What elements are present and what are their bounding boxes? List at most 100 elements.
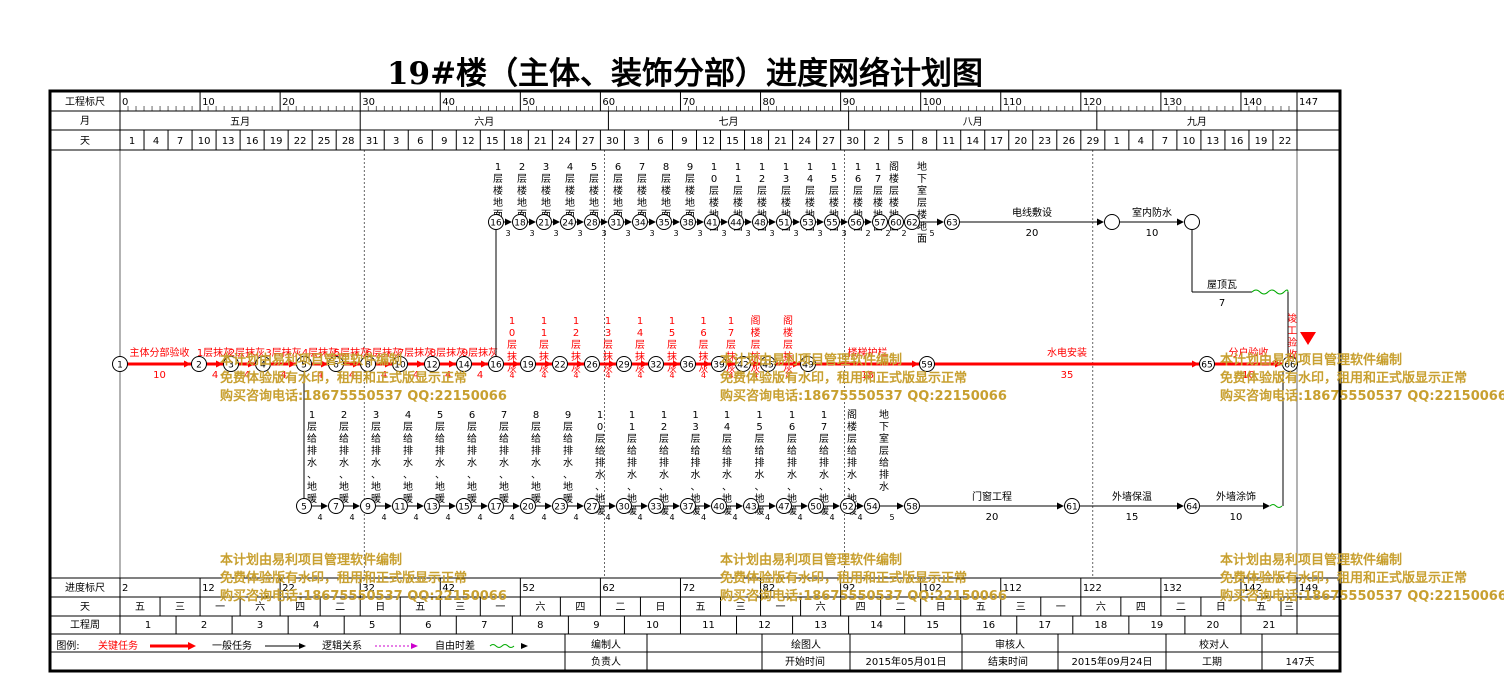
vertical-char: 、 [847, 482, 857, 493]
vertical-char: 暖 [467, 492, 477, 505]
vertical-char: 暖 [563, 492, 573, 505]
node-number: 63 [946, 219, 957, 229]
vertical-char: 楼 [541, 184, 551, 197]
top-task-duration: 3 [817, 229, 822, 238]
node-circle [904, 498, 920, 514]
vertical-char: 水 [403, 457, 413, 469]
node-circle [520, 356, 536, 372]
critical-task-duration: 4 [541, 371, 546, 380]
top-task-duration: 2 [885, 229, 890, 238]
vertical-char: 水 [531, 457, 541, 469]
vertical-char: 排 [339, 444, 349, 457]
progress-scale-tick: 72 [682, 583, 695, 594]
node-circle [743, 498, 759, 514]
vertical-char: 6 [469, 410, 475, 421]
weekday-cell: 三 [1016, 602, 1026, 613]
arrow-head [521, 643, 528, 649]
network-node: 16 [488, 214, 504, 230]
watermark-line: 本计划由易利项目管理软件编制 [220, 552, 402, 568]
network-node: 19 [520, 356, 536, 372]
vertical-char: 排 [563, 444, 573, 457]
vertical-char: 水 [819, 469, 829, 481]
network-node: 10 [392, 356, 408, 372]
week-cell: 16 [982, 620, 995, 631]
network-node: 1 [112, 356, 128, 372]
vertical-char: 排 [627, 456, 637, 469]
node-circle [584, 498, 600, 514]
critical-task-duration: 35 [1061, 370, 1074, 381]
progress-scale-tick: 22 [282, 583, 295, 594]
node-circle [776, 214, 792, 230]
vertical-char: 0 [597, 422, 603, 433]
vertical-char: 层 [613, 173, 623, 185]
arrow-head [601, 218, 608, 226]
node-circle [840, 498, 856, 514]
node-number: 14 [458, 361, 470, 371]
vertical-char: 层 [507, 339, 517, 351]
critical-task-label: 8层抹灰 [430, 346, 466, 359]
node-circle [824, 214, 840, 230]
node-number: 19 [522, 361, 534, 371]
vertical-char: 楼 [517, 184, 527, 197]
vertical-char: 、 [467, 470, 477, 481]
vertical-char: 验 [1287, 336, 1297, 349]
vertical-char: 暖 [787, 504, 797, 517]
top-task-duration: 3 [697, 229, 702, 238]
weekday-cell: 六 [255, 601, 265, 613]
critical-task-label: 6层抹灰 [366, 346, 402, 359]
legend-critical-text: 关键任务 [98, 639, 138, 652]
vertical-char: 1 [669, 316, 675, 327]
signoff-label: 绘图人 [791, 638, 821, 651]
arrow-head [937, 218, 944, 226]
day-cell: 9 [681, 136, 687, 147]
arrow-head [697, 218, 704, 226]
node-circle [520, 498, 536, 514]
vertical-char: 层 [685, 173, 695, 185]
node-circle [296, 356, 312, 372]
watermark-line: 免费体验版有水印，租用和正式版显示正常 [720, 370, 967, 386]
node-circle [552, 356, 568, 372]
node-number: 5 [301, 503, 307, 513]
vertical-char: 地 [659, 492, 669, 505]
network-node: 64 [1184, 498, 1200, 514]
vertical-char: 2 [573, 328, 579, 339]
vertical-char: 楼 [873, 196, 883, 209]
arrow-head [769, 218, 776, 226]
day-cell: 27 [822, 136, 835, 147]
top-task-label: 1层楼地面 [493, 162, 503, 221]
node-circle [711, 498, 727, 514]
vertical-char: 楼 [783, 326, 793, 339]
week-cell: 9 [593, 620, 599, 631]
critical-task-duration: 4 [280, 370, 286, 381]
node-number: 45 [762, 361, 773, 371]
arrow-head [673, 502, 680, 510]
node-circle [752, 214, 768, 230]
vertical-char: 灰 [635, 362, 645, 375]
vertical-char: 下 [879, 422, 889, 433]
bottom-task-duration: 4 [445, 513, 450, 522]
day-cell: 20 [1014, 136, 1027, 147]
vertical-char: 排 [371, 444, 381, 457]
vertical-char: 1 [855, 162, 861, 173]
vertical-char: 楼 [853, 196, 863, 209]
vertical-char: 抹 [751, 350, 761, 363]
vertical-char: 0 [711, 174, 717, 185]
network-node: 49 [800, 356, 816, 372]
network-node: 15 [456, 498, 472, 514]
day-cell: 4 [153, 136, 159, 147]
vertical-char: 给 [467, 432, 477, 445]
total-duration: 147天 [1285, 657, 1314, 668]
top-scale-tick: 70 [682, 97, 695, 108]
vertical-char: 层 [853, 185, 863, 197]
vertical-char: 1 [831, 162, 837, 173]
vertical-char: 层 [493, 173, 503, 185]
day-cell: 2 [873, 136, 879, 147]
progress-scale-tick: 2 [122, 583, 128, 594]
vertical-char: 暖 [307, 492, 317, 505]
network-node: 14 [456, 356, 472, 372]
vertical-char: 1 [309, 410, 315, 421]
